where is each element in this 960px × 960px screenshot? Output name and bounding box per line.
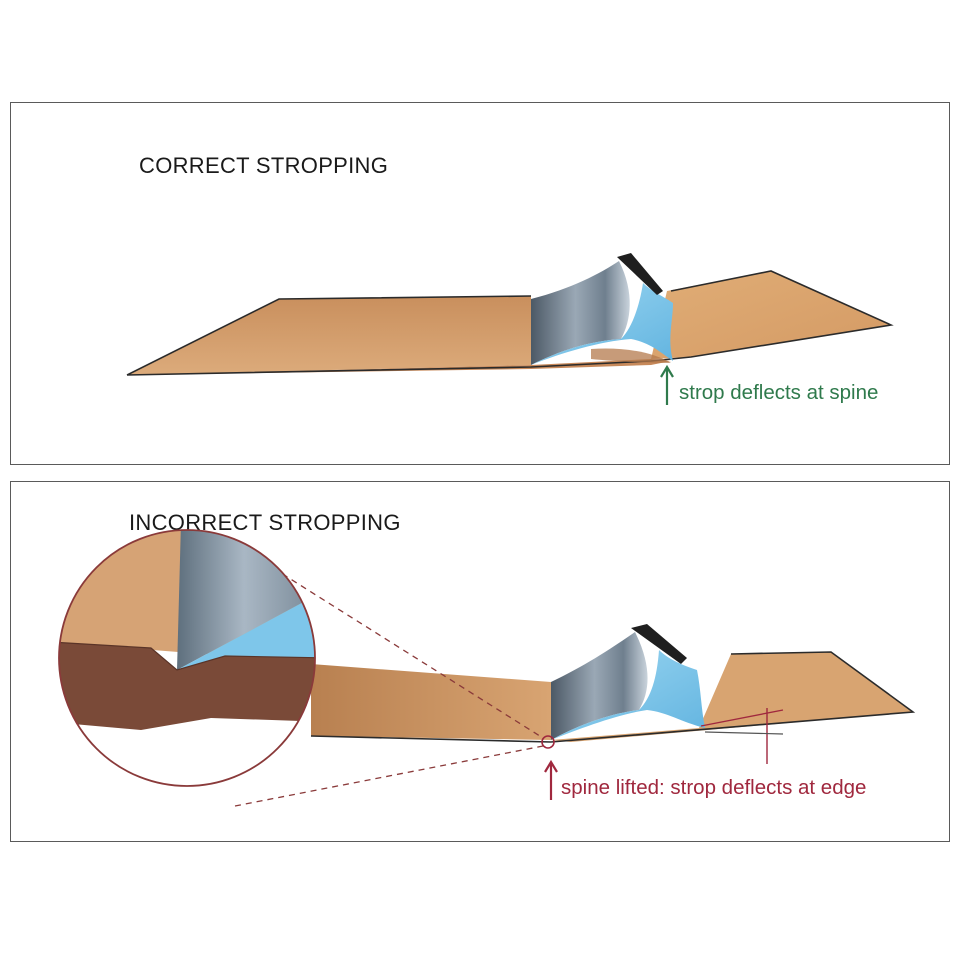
correct-stropping-illustration: strop deflects at spine <box>126 253 894 405</box>
incorrect-stropping-illustration: spine lifted: strop deflects at edge <box>58 529 916 807</box>
strop-deflection <box>591 348 671 363</box>
correct-stropping-panel: CORRECT STROPPING <box>10 102 950 465</box>
correct-stropping-title: CORRECT STROPPING <box>139 153 389 178</box>
incorrect-annotation-text: spine lifted: strop deflects at edge <box>561 776 866 799</box>
strop-front-strip <box>127 359 671 375</box>
magnifier-detail <box>59 530 315 786</box>
edge-contact-circle <box>541 735 555 749</box>
blade-steel <box>531 261 630 365</box>
edge-arrow <box>544 759 558 800</box>
correct-annotation-text: strop deflects at spine <box>679 381 878 404</box>
lift-indicator-lines <box>700 708 784 764</box>
blade-spine <box>617 253 663 295</box>
strop-left-surface <box>311 664 551 740</box>
blade-bevel <box>531 283 673 365</box>
strop-outline <box>126 270 894 376</box>
blade-spine <box>631 624 687 664</box>
blade-bevel <box>551 650 705 740</box>
lift-indicator-baseline <box>704 731 784 735</box>
incorrect-stropping-panel: INCORRECT STROPPING <box>10 481 950 842</box>
magnifier-ring <box>58 529 316 787</box>
spine-arrow <box>660 364 674 405</box>
strop-right-surface <box>651 271 891 359</box>
blade-steel <box>551 632 648 740</box>
strop-outline <box>310 651 916 743</box>
magnifier-guide-lines <box>234 567 544 807</box>
strop-left-surface <box>127 296 531 375</box>
